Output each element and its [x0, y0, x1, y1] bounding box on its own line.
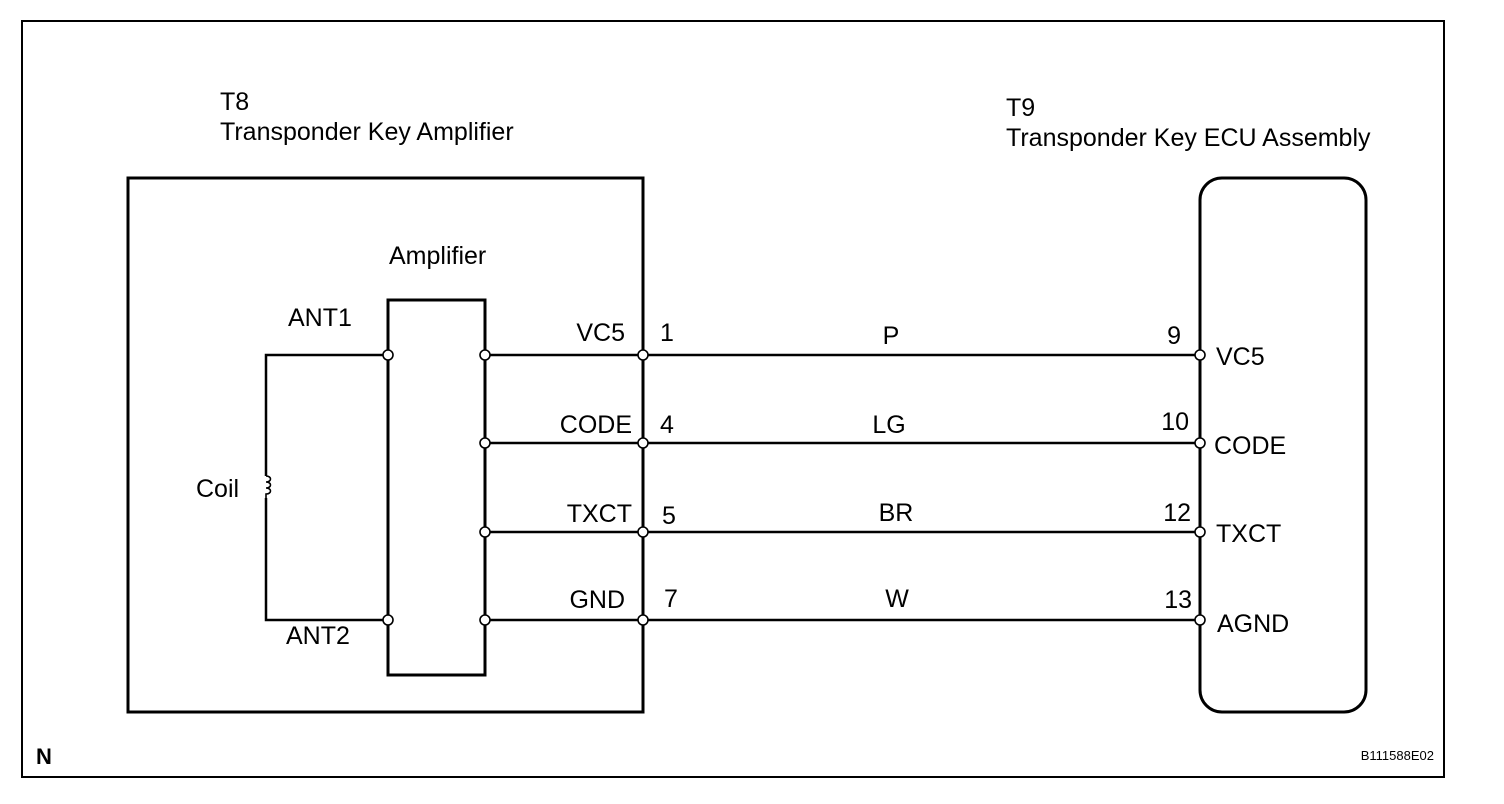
wire-row-txct: TXCT 5 BR 12 TXCT: [479, 499, 1281, 548]
ant2-terminal: [382, 614, 394, 626]
coil-label: Coil: [196, 475, 239, 503]
left-signal-label: VC5: [576, 319, 625, 347]
left-pin-number: 5: [662, 502, 676, 530]
right-signal-label: CODE: [1214, 432, 1286, 460]
right-pin-number: 10: [1161, 408, 1189, 436]
wire-row-vc5: VC5 1 P 9 VC5: [479, 319, 1265, 371]
t9-name: Transponder Key ECU Assembly: [1006, 124, 1371, 152]
coil-symbol: [259, 475, 273, 498]
wire-color-label: LG: [872, 411, 905, 439]
wire-color-label: W: [885, 585, 909, 613]
corner-mark: N: [36, 744, 52, 769]
t8-id: T8: [220, 88, 249, 116]
ant1-terminal: [382, 349, 394, 361]
left-signal-label: TXCT: [567, 500, 632, 528]
left-pin-number: 1: [660, 319, 674, 347]
ant2-label: ANT2: [286, 622, 350, 650]
amplifier-label: Amplifier: [389, 242, 486, 270]
right-signal-label: TXCT: [1216, 520, 1281, 548]
t8-amplifier-box: [126, 176, 645, 714]
coil-loop-wire: [264, 353, 388, 622]
right-signal-label: AGND: [1217, 610, 1289, 638]
wire-row-gnd: GND 7 W 13 AGND: [479, 585, 1289, 638]
left-pin-number: 4: [660, 411, 674, 439]
wire-color-label: BR: [879, 499, 914, 527]
right-pin-number: 9: [1167, 322, 1181, 350]
left-signal-label: CODE: [560, 411, 632, 439]
ant1-label: ANT1: [288, 304, 352, 332]
diagram-frame: [21, 20, 1445, 778]
t9-id: T9: [1006, 94, 1035, 122]
wire-row-code: CODE 4 LG 10 CODE: [479, 408, 1286, 460]
t8-name: Transponder Key Amplifier: [220, 118, 514, 146]
left-pin-number: 7: [664, 585, 678, 613]
left-signal-label: GND: [569, 586, 625, 614]
right-pin-number: 13: [1164, 586, 1192, 614]
right-pin-number: 12: [1163, 499, 1191, 527]
amplifier-block: [386, 298, 487, 677]
figure-code: B111588E02: [1361, 748, 1434, 763]
wire-color-label: P: [883, 322, 900, 350]
right-signal-label: VC5: [1216, 343, 1265, 371]
